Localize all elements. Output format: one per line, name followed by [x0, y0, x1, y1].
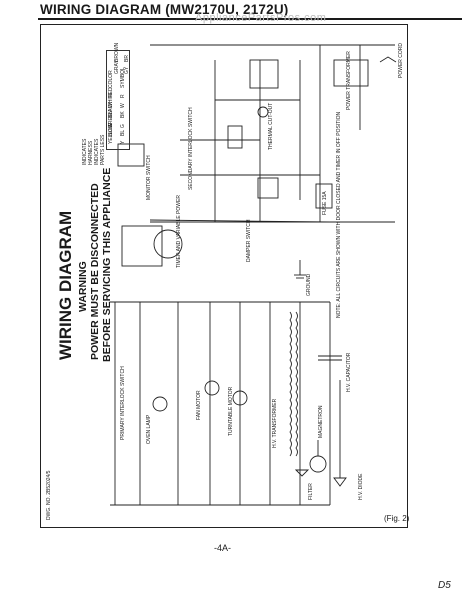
color-legend: [106, 50, 130, 150]
timer-motor-symbol: [153, 229, 183, 259]
label-monitor-switch: MONITOR SWITCH: [146, 155, 152, 200]
label-secondary-interlock: SECONDARY INTERLOCK SWITCH: [188, 107, 194, 190]
hv-diode-symbol: [333, 477, 347, 487]
upper-harness: [149, 219, 331, 223]
legend-color-yellow: YELLOW: [108, 123, 114, 144]
label-magnetron: MAGNETRON: [318, 405, 324, 439]
power-transformer-block: [333, 59, 369, 87]
legend-symbol-black: BK: [120, 111, 126, 118]
damper-switch-block: [257, 177, 279, 199]
diagram-title: WIRING DIAGRAM: [56, 210, 75, 360]
label-fuse: FUSE 15A: [322, 191, 328, 215]
label-damper-switch: DAMPER SWITCH: [246, 219, 252, 263]
label-power-cord: POWER CORD: [398, 43, 404, 78]
oven-lamp-symbol: [152, 396, 168, 412]
page-number: -4A-: [214, 543, 232, 553]
turntable-switch-block: [249, 59, 279, 89]
fuse-block-upper: [315, 183, 333, 209]
label-oven-lamp: OVEN LAMP: [146, 414, 152, 444]
legend-color-gray: GRAY: [114, 60, 120, 74]
legend-symbol-gray: GY: [124, 66, 130, 74]
filter-symbol: [294, 469, 310, 477]
magnetron-symbol: [309, 455, 327, 473]
corner-mark: D5: [438, 580, 451, 591]
figure-label: (Fig. 2): [384, 514, 410, 523]
drawing-number: DWG. NO. 2B52024/5: [46, 470, 52, 520]
legend-symbol-green: G: [120, 124, 126, 128]
legend-key-4: PARTS LESS: [100, 134, 106, 165]
label-hv-diode: H.V. DIODE: [358, 473, 364, 501]
warning-line-2: POWER MUST BE DISCONNECTED: [89, 183, 101, 360]
timer-block: [121, 225, 163, 267]
label-power-transformer: POWER TRANSFORMER: [346, 51, 352, 110]
label-ground: GROUND: [306, 273, 312, 296]
warning-line-3: BEFORE SERVICING THIS APPLIANCE: [101, 167, 113, 362]
page-header-title: WIRING DIAGRAM (MW2170U, 2172U): [40, 2, 289, 17]
power-plug-symbol: [379, 56, 397, 63]
monitor-block: [117, 143, 145, 167]
legend-symbol-brown: BR: [124, 55, 130, 62]
secondary-interlock-block: [227, 125, 243, 149]
diagram-frame: [40, 24, 408, 528]
legend-symbol-yellow: Y: [120, 140, 126, 144]
fan-motor-symbol: [204, 380, 220, 396]
legend-symbol-white: W: [120, 103, 126, 108]
thermal-cutout-symbol: [257, 106, 269, 118]
label-hv-transformer: H.V. TRANSFORMER: [272, 398, 278, 448]
hv-transformer-secondary: [295, 311, 298, 457]
warning-label: WARNING: [77, 261, 89, 312]
label-note: NOTE: ALL CIRCUITS ARE SHOWN WITH DOOR C…: [336, 111, 342, 318]
legend-symbol-blue: BL: [120, 129, 126, 136]
label-primary-interlock: PRIMARY INTERLOCK SWITCH: [120, 366, 126, 440]
label-hv-capacitor: H.V. CAPACITOR: [346, 352, 352, 392]
label-fan-motor: FAN MOTOR: [196, 390, 202, 420]
label-timer: TIMER AND VARIABLE POWER: [176, 195, 182, 268]
legend-symbol-red: R: [120, 94, 126, 98]
turntable-motor-symbol: [232, 390, 248, 406]
header-rule: [38, 18, 462, 20]
label-filter: FILTER: [308, 483, 314, 500]
label-turntable-motor: TURNTABLE MOTOR: [228, 386, 234, 436]
hv-transformer-primary: [289, 311, 292, 457]
watermark: AppliancePartsPros.com: [195, 12, 327, 24]
label-thermal-cutout: THERMAL CUT-OUT: [268, 102, 274, 150]
